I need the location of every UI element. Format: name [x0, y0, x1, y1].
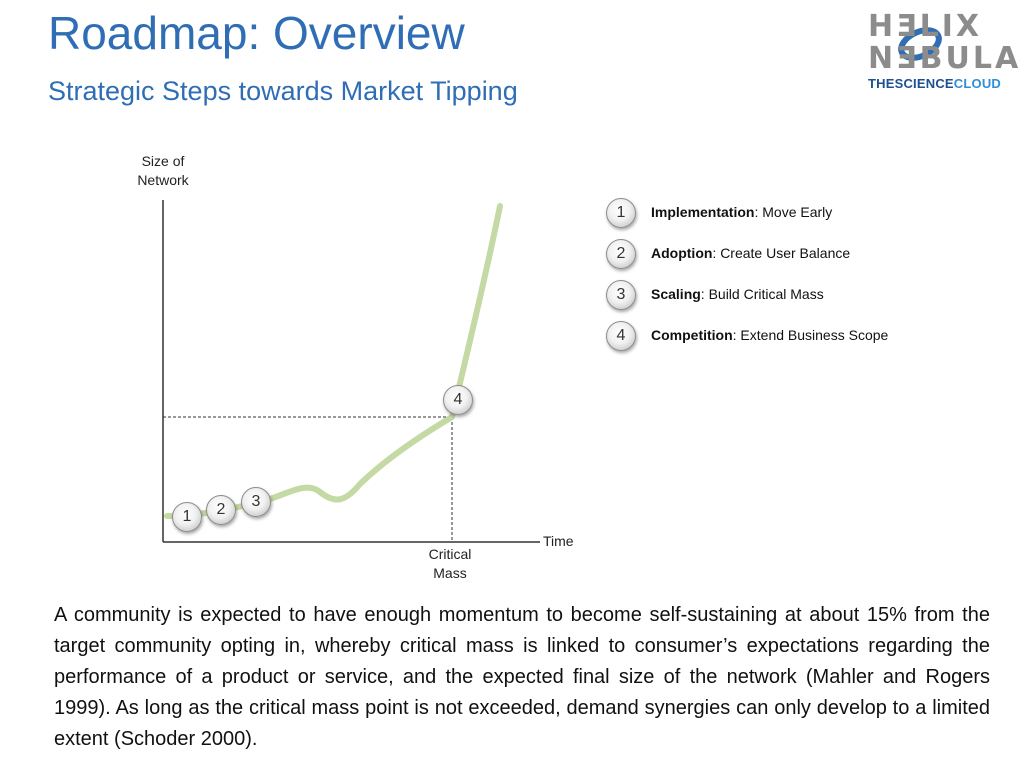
legend-term: Implementation	[651, 204, 755, 220]
y-axis-label-line-1: Size of	[141, 153, 185, 169]
logo-swoosh-icon	[898, 27, 942, 61]
legend-description: : Extend Business Scope	[732, 327, 889, 343]
y-axis-label-line-2: Network	[137, 172, 189, 188]
critical-mass-label-line-2: Mass	[433, 565, 467, 581]
body-paragraph: A community is expected to have enough m…	[54, 604, 990, 750]
market-tipping-diagram: Size of Network Time Critical Mass 1 2 3…	[0, 140, 1024, 590]
legend-text: Competition: Extend Business Scope	[651, 327, 888, 343]
legend-text: Adoption: Create User Balance	[651, 245, 850, 261]
legend-description: : Build Critical Mass	[700, 286, 824, 302]
helix-nebula-logo: HƎLIX NƎBULA THESCIENCECLOUD	[860, 12, 1020, 94]
legend-term: Competition	[651, 327, 733, 343]
logo-line-1: HƎLIX	[868, 9, 983, 44]
legend-item: 4 Competition: Extend Business Scope	[606, 321, 1006, 362]
legend-marker: 3	[606, 280, 636, 310]
curve-marker-4: 4	[443, 385, 473, 415]
legend-description: : Create User Balance	[712, 245, 851, 261]
slide-title: Roadmap: Overview	[48, 7, 465, 59]
legend-marker: 2	[606, 239, 636, 269]
curve-marker-3: 3	[241, 487, 271, 517]
legend-text: Implementation: Move Early	[651, 204, 832, 220]
legend-marker: 1	[606, 198, 636, 228]
legend-marker: 4	[606, 321, 636, 351]
critical-mass-label-line-1: Critical	[428, 546, 472, 562]
legend-text: Scaling: Build Critical Mass	[651, 286, 824, 302]
slide-subtitle: Strategic Steps towards Market Tipping	[48, 76, 518, 106]
curve-marker-2: 2	[206, 495, 236, 525]
logo-line-2: NƎBULA	[868, 41, 1022, 76]
y-axis-label: Size of Network	[118, 152, 208, 190]
logo-tagline: THESCIENCECLOUD	[868, 76, 1001, 91]
roadmap-legend: 1 Implementation: Move Early 2 Adoption:…	[606, 198, 1006, 362]
legend-term: Adoption	[651, 245, 713, 261]
legend-term: Scaling	[651, 286, 701, 302]
logo-tag-part-1: THESCIENCE	[868, 76, 954, 91]
x-axis-label: Time	[543, 533, 574, 549]
legend-item: 3 Scaling: Build Critical Mass	[606, 280, 1006, 321]
network-growth-curve	[164, 203, 503, 519]
legend-description: : Move Early	[754, 204, 833, 220]
legend-item: 1 Implementation: Move Early	[606, 198, 1006, 239]
critical-mass-label: Critical Mass	[410, 545, 490, 583]
curve-marker-1: 1	[172, 502, 202, 532]
logo-tag-part-2: CLOUD	[953, 76, 1002, 91]
legend-item: 2 Adoption: Create User Balance	[606, 239, 1006, 280]
